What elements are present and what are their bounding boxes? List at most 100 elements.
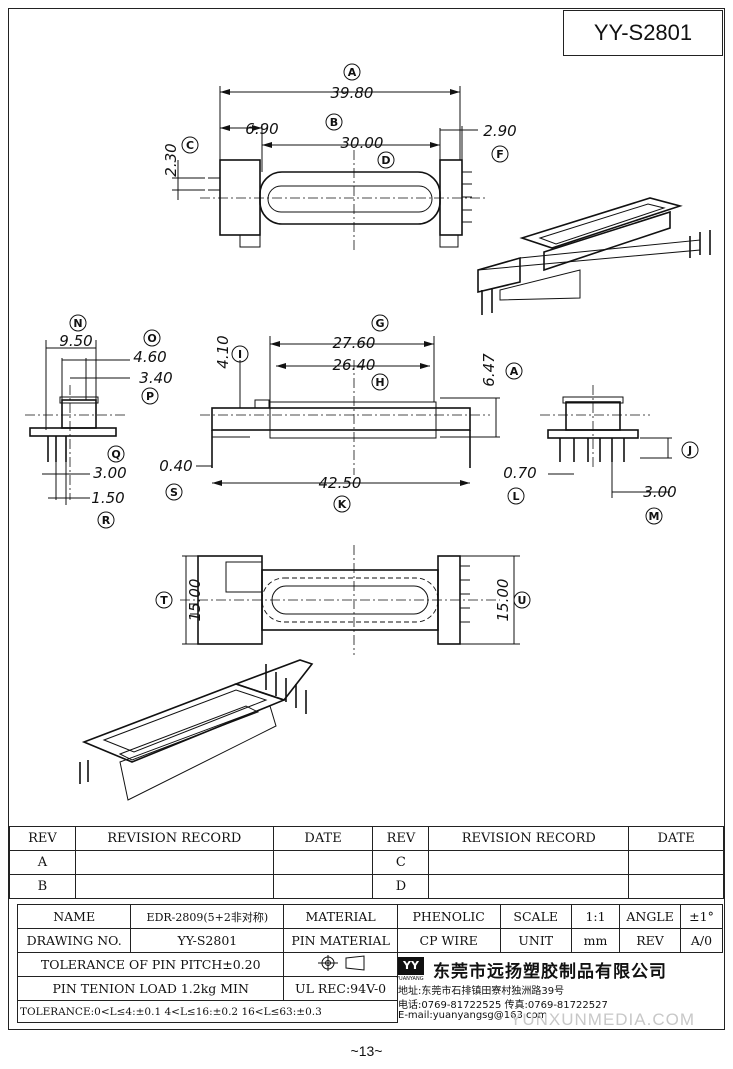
date-cell — [272, 874, 374, 899]
revision-record-header: REVISION RECORD — [74, 826, 274, 851]
unit-label: UNIT — [499, 928, 572, 953]
right-side-view — [540, 385, 672, 498]
record-cell — [74, 874, 274, 899]
dim-u-badge — [513, 591, 531, 609]
dim-m-letter: M — [649, 510, 660, 523]
dim-r-value: 1.50 — [91, 489, 124, 507]
dim-m-badge — [645, 507, 663, 525]
material-value: PHENOLIC — [396, 904, 501, 929]
rev-header: REV — [9, 826, 76, 851]
dim-t-badge — [155, 591, 173, 609]
position-symbol-icon — [317, 955, 365, 971]
dim-h-badge — [371, 373, 389, 391]
revision-table: REV REVISION RECORD DATE REV REVISION RE… — [9, 826, 724, 899]
pin-tension: PIN TENION LOAD 1.2kg MIN — [16, 976, 285, 1001]
technical-drawing: A 39.80 6.90 B 2.30 C 30.00 D 2.90 F N 9… — [25, 63, 711, 801]
scale-label: SCALE — [499, 904, 572, 929]
name-value: EDR-2809(5+2非对称) — [130, 904, 285, 929]
date-cell — [628, 874, 724, 899]
rev-label: REV — [619, 928, 681, 953]
dim-r-badge — [97, 511, 115, 529]
rev-cell: D — [372, 874, 430, 899]
dim-d-badge — [377, 151, 395, 169]
dim-m-value: 3.00 — [643, 483, 676, 501]
record-cell — [428, 850, 630, 875]
dim-b-value: 6.90 — [245, 120, 278, 138]
dim-p-value: 3.40 — [139, 369, 172, 387]
revision-record-header-2: REVISION RECORD — [428, 826, 630, 851]
table-row: B D — [9, 874, 724, 899]
rev-cell: B — [9, 874, 76, 899]
dimension-labels: A 39.80 6.90 B 2.30 C 30.00 D 2.90 F N 9… — [59, 63, 699, 622]
dim-u-letter: U — [518, 594, 527, 607]
dim-j-letter: J — [687, 444, 692, 457]
top-view — [172, 86, 485, 250]
dim-o-letter: O — [147, 332, 156, 345]
name-label: NAME — [16, 904, 132, 929]
date-cell — [628, 850, 724, 875]
page-number: ~13~ — [350, 1043, 383, 1059]
dim-f-value: 2.90 — [483, 122, 516, 140]
dim-n-value: 9.50 — [59, 332, 92, 350]
tolerance-pitch: TOLERANCE OF PIN PITCH±0.20 — [16, 952, 285, 977]
material-label: MATERIAL — [283, 904, 398, 929]
dim-r-letter: R — [102, 514, 111, 527]
drawing-sheet-border — [8, 8, 725, 1030]
gdt-symbol — [283, 952, 398, 977]
dim-a-value: 39.80 — [331, 84, 374, 102]
dim-a-letter: A — [348, 66, 357, 79]
dim-k-letter: K — [338, 498, 347, 511]
dim-a2-badge — [505, 362, 523, 380]
rev-value: A/0 — [679, 928, 724, 953]
date-cell — [272, 850, 374, 875]
dim-c-value: 2.30 — [162, 143, 180, 176]
isometric-view-top — [477, 197, 711, 315]
dim-d-letter: D — [381, 154, 390, 167]
dim-g-badge — [371, 314, 389, 332]
tolerance-general: TOLERANCE:0<L≤4:±0.1 4<L≤16:±0.2 16<L≤63… — [17, 1000, 398, 1023]
dim-i-letter: I — [238, 348, 242, 361]
dim-q-value: 3.00 — [93, 464, 126, 482]
left-side-view — [25, 340, 130, 505]
dim-s-badge — [165, 483, 183, 501]
dim-p-letter: P — [146, 390, 154, 403]
dim-h-value: 26.40 — [333, 356, 376, 374]
record-cell — [428, 874, 630, 899]
table-row: A C — [9, 850, 724, 875]
rev-cell: A — [9, 850, 76, 875]
drawing-no-label: DRAWING NO. — [16, 928, 132, 953]
dim-i-value: 4.10 — [214, 335, 232, 368]
dim-f-letter: F — [496, 148, 504, 161]
dim-p-badge — [141, 387, 159, 405]
dim-s-value: 0.40 — [159, 457, 192, 475]
company-address: 地址:东莞市石排镇田寮村独洲路39号 — [398, 986, 565, 997]
dim-i-badge — [231, 345, 249, 363]
scale-value: 1:1 — [570, 904, 621, 929]
dim-g-value: 27.60 — [333, 334, 376, 352]
dim-s-letter: S — [170, 486, 178, 499]
rev-cell: C — [372, 850, 430, 875]
dim-l-badge — [507, 487, 525, 505]
dim-t-letter: T — [160, 594, 168, 607]
dim-c-badge — [181, 136, 199, 154]
date-header: DATE — [272, 826, 374, 851]
dim-q-badge — [107, 445, 125, 463]
dim-o-badge — [143, 329, 161, 347]
dim-l-letter: L — [512, 490, 519, 503]
pin-material-label: PIN MATERIAL — [283, 928, 398, 953]
unit-value: mm — [570, 928, 621, 953]
drawing-no-value: YY-S2801 — [130, 928, 285, 953]
dim-c-letter: C — [186, 139, 194, 152]
company-phone: 电话:0769-81722525 传真:0769-81722527 — [398, 1000, 608, 1011]
dim-l-value: 0.70 — [503, 464, 536, 482]
drawing-code: YY-S2801 — [563, 10, 723, 56]
company-block: YY YUANYANG 东莞市远扬塑胶制品有限公司 地址:东莞市石排镇田寮村独洲… — [393, 955, 723, 1027]
dim-k-value: 42.50 — [319, 474, 362, 492]
dim-a2-value: 6.47 — [480, 353, 498, 387]
isometric-view-bottom — [79, 659, 314, 801]
bottom-view — [180, 545, 520, 655]
ul-rec: UL REC:94V-0 — [283, 976, 398, 1001]
dim-t-value: 15.00 — [186, 579, 204, 622]
company-name: 东莞市远扬塑胶制品有限公司 — [433, 962, 667, 982]
company-logo-icon: YY — [398, 957, 424, 975]
